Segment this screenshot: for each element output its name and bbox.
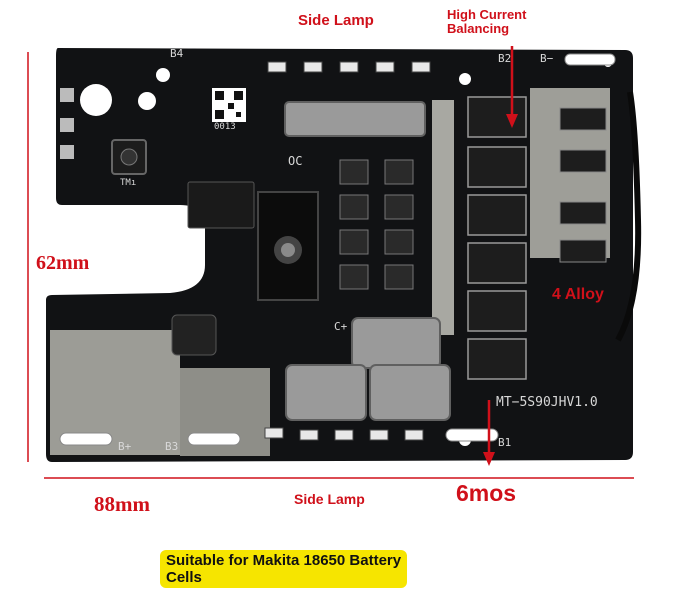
mount-hole <box>138 92 156 110</box>
board-label-c-plus: C+ <box>334 320 348 333</box>
width-dimension-label: 88mm <box>94 492 150 516</box>
caption-line-1: Suitable for Makita 18650 Battery <box>166 552 402 569</box>
terminal-slot <box>445 428 499 442</box>
ic-chip <box>187 181 255 229</box>
switch-label: TMı <box>120 178 137 188</box>
board-model-number: MT−5S90JHV1.0 <box>496 395 598 410</box>
board-label-b1: B1 <box>498 436 512 449</box>
high-current-text: High Current <box>447 7 527 22</box>
terminal-slot <box>59 432 113 446</box>
balancing-text: Balancing <box>447 21 510 36</box>
side-lamp-top-label: Side Lamp <box>298 12 374 29</box>
mos-count-label: 6mos <box>456 480 517 506</box>
board-label-b2: B2 <box>498 52 512 65</box>
caption-box: Suitable for Makita 18650 Battery Cells <box>160 550 408 588</box>
height-dimension-label: 62mm <box>36 252 90 274</box>
mount-hole <box>156 68 170 82</box>
solder-pad-bus <box>432 100 454 335</box>
board-label-b4: B4 <box>170 47 184 60</box>
side-lamp-bottom-label: Side Lamp <box>294 491 365 507</box>
terminal-slot <box>187 432 241 446</box>
board-label-b-plus: B+ <box>118 440 132 453</box>
caption-line-2: Cells <box>166 569 202 586</box>
qr-code-number: 0013 <box>214 122 236 132</box>
board-label-b3: B3 <box>165 440 179 453</box>
board-label-b-minus: B− <box>540 52 554 65</box>
alloy-label: 4 Alloy <box>552 286 604 303</box>
inductor <box>171 314 217 356</box>
board-label-oc: OC <box>288 154 303 168</box>
wire <box>615 91 642 342</box>
nickel-tabs <box>284 101 451 421</box>
mount-hole <box>459 73 471 85</box>
high-current-label: High Current Balancing <box>447 8 526 36</box>
terminal-slot <box>564 53 616 66</box>
mount-hole <box>80 84 112 116</box>
mosfet-column <box>467 96 527 380</box>
